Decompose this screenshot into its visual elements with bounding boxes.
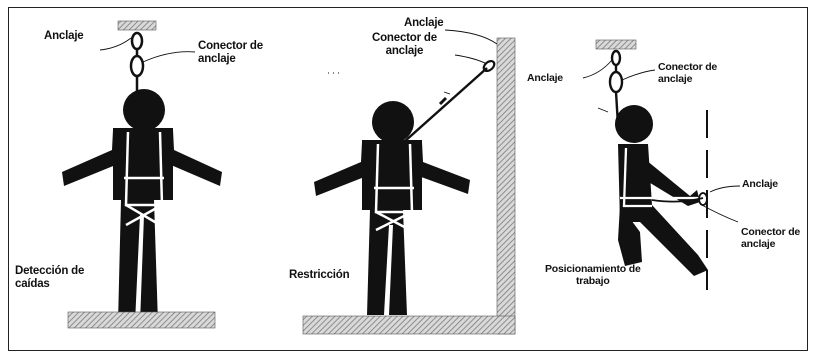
ground-platform [67, 311, 216, 329]
label-anchor-1: Anclaje [44, 30, 84, 42]
wall [496, 37, 516, 335]
caption-fall-arrest: Detección de caídas [15, 265, 85, 290]
ceiling-anchor-plate [117, 20, 157, 31]
panel-restraint [302, 29, 516, 335]
anchor-connector-hook [129, 31, 145, 95]
ceiling-anchor-plate-3 [595, 39, 637, 50]
leader-lines [99, 37, 196, 63]
worker-figure-3 [615, 105, 708, 276]
label-anchor-connector-1: Conector de anclaje [198, 40, 263, 65]
positioning-lanyard [651, 192, 708, 206]
caption-restraint: Restricción [289, 269, 350, 281]
restraint-lanyard [394, 59, 496, 151]
panel-work-positioning [582, 39, 741, 290]
anchor-connector-hook-3 [608, 49, 624, 126]
label-anchor-connector-2: Conector de anclaje [372, 32, 437, 57]
panel-fall-arrest [62, 20, 222, 329]
label-anchor-2: Anclaje [404, 17, 444, 29]
label-anchor-connector-3-side: Conector de anclaje [741, 226, 801, 250]
worker-figure-2 [314, 101, 470, 315]
caption-work-positioning: Posicionamiento de trabajo [545, 263, 641, 287]
worker-figure [62, 89, 222, 323]
label-anchor-3-top: Anclaje [527, 72, 563, 84]
label-anchor-3-side: Anclaje [742, 178, 778, 190]
floor [302, 315, 516, 335]
label-anchor-connector-3-top: Conector de anclaje [658, 61, 718, 85]
leader-lines-2 [328, 29, 498, 95]
